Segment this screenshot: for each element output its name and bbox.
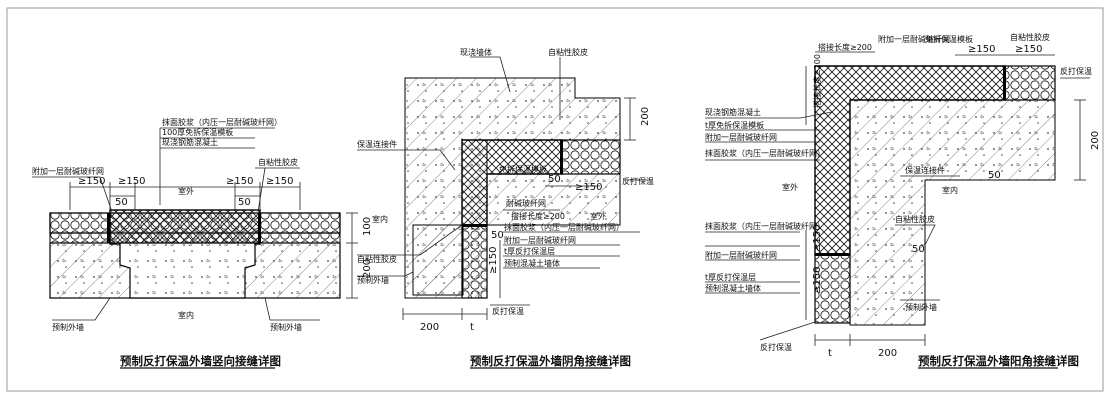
d2-dim-t: t — [470, 322, 474, 333]
d3-mesh-top: 附加一层耐碱玻纤网 — [878, 34, 950, 44]
d3-dim-200h: 200 — [878, 348, 897, 359]
d3-dim-150v2: ≥150 — [812, 267, 823, 294]
precast-vertical — [412, 224, 464, 296]
d2-dim-50b: 50 — [491, 230, 504, 241]
d3-reverse-top: 反打保温 — [1060, 66, 1092, 76]
d2-precast-conc: 预制混凝土墙体 — [504, 258, 560, 268]
d1-outdoor-label: 室外 — [178, 186, 194, 196]
d3-dim-150top2: ≥150 — [1015, 44, 1042, 55]
d2-outdoor: 室外 — [590, 211, 606, 221]
d3-outdoor: 室外 — [782, 182, 798, 192]
d1-board-label: 100厚免拆保温模板 — [162, 127, 233, 137]
d3-reverse-bottom: 反打保温 — [760, 342, 792, 352]
d1-precast-left: 预制外墙 — [52, 322, 84, 332]
d2-free-board: 免拆保温模板 — [499, 164, 547, 174]
d2-reverse-insul-top: 反打保温 — [622, 176, 654, 186]
d3-dim-50b: 50 — [912, 244, 925, 255]
d1-dim-100: 100 — [362, 217, 373, 236]
d3-mesh-side: 附加一层耐碱玻纤网 — [705, 132, 777, 142]
detail-2-inner-corner — [357, 56, 650, 369]
d1-concrete-label: 现浇钢筋混凝土 — [162, 137, 218, 147]
d3-dim-t: t — [828, 348, 832, 359]
d1-dim-50l: 50 — [115, 197, 128, 208]
d2-lap-len: 搭接长度≥200 — [511, 211, 565, 221]
d2-cast-wall: 现浇墙体 — [460, 47, 492, 57]
d3-precast-wall: 预制外墙 — [905, 302, 937, 312]
d3-t-board: t厚免拆保温模板 — [705, 120, 764, 130]
sheet-frame — [6, 7, 1104, 392]
reverse-insul-top — [1004, 65, 1056, 101]
d3-indoor: 室内 — [942, 185, 958, 195]
d3-insul-nail: 保温连接件 — [905, 165, 945, 175]
d3-sealant-side: 抹面胶浆（内压一层耐碱玻纤网） — [705, 148, 825, 158]
d1-rubber-label: 自粘性胶皮 — [258, 157, 298, 167]
d1-dim-50r: 50 — [238, 197, 251, 208]
d3-mesh2: 附加一层耐碱玻纤网 — [705, 250, 777, 260]
detail-1-vertical-joint — [32, 127, 358, 369]
d1-title: 预制反打保温外墙竖向接缝详图 — [120, 354, 281, 368]
d3-lap-top: 搭接长度≥200 — [818, 42, 872, 52]
d2-precast-wall: 预制外墙 — [357, 275, 389, 285]
rubber-strip-left — [107, 213, 110, 243]
d2-dim-200v: 200 — [640, 107, 651, 126]
d2-dim-200h: 200 — [420, 322, 439, 333]
rubber-strip-right — [258, 213, 261, 243]
d3-dim-50a: 50 — [988, 170, 1001, 181]
d2-dim-150v: ≥150 — [488, 247, 499, 274]
reverse-insul-bottom — [461, 224, 488, 299]
d1-sealant-label: 抹面胶浆（内压一层耐碱玻纤网） — [162, 117, 282, 127]
d2-mesh-add: 附加一层耐碱玻纤网 — [504, 235, 576, 245]
d2-reverse-layer: t厚反打保温层 — [504, 246, 555, 256]
reverse-insul-right — [561, 139, 621, 175]
d1-mesh-label: 附加一层耐碱玻纤网 — [32, 166, 104, 176]
d1-dim-150b: ≥150 — [118, 176, 145, 187]
d2-indoor: 室内 — [372, 214, 388, 224]
detail-3-outer-corner — [705, 51, 1090, 369]
d2-dim-50a: 50 — [548, 174, 561, 185]
d3-t-reverse: t厚反打保温层 — [705, 272, 756, 282]
d3-concrete: 现浇钢筋混凝土 — [705, 107, 761, 117]
d2-rubber-bottom: 自粘性胶皮 — [357, 254, 397, 264]
reverse-insul-bottom — [814, 254, 851, 324]
d1-indoor-label: 室内 — [178, 310, 194, 320]
d3-title: 预制反打保温外墙阳角接缝详图 — [918, 354, 1079, 368]
d3-free-board-top: 免拆保温模板 — [925, 34, 973, 44]
d3-dim-150top: ≥150 — [968, 44, 995, 55]
d3-sealant2: 抹面胶浆（内压一层耐碱玻纤网） — [705, 221, 825, 231]
d3-lap-side: 搭接长度≥200 — [812, 54, 822, 108]
d2-insul-nail: 保温连接件 — [357, 139, 397, 149]
d1-precast-right: 预制外墙 — [270, 322, 302, 332]
d2-title: 预制反打保温外墙阴角接缝详图 — [470, 354, 631, 368]
d3-dim-150v1: ≥150 — [812, 225, 823, 252]
d1-dim-150a: ≥150 — [78, 176, 105, 187]
d2-sealant: 抹面胶浆（内压一层耐碱玻纤网） — [504, 222, 624, 232]
d1-dim-200: 200 — [362, 259, 373, 278]
d3-dim-200v: 200 — [1090, 131, 1101, 150]
d3-rubber-top: 自粘性胶皮 — [1010, 32, 1050, 42]
d2-dim-150: ≥150 — [575, 182, 602, 193]
d2-reverse-insul: 反打保温 — [492, 306, 524, 316]
free-board-band — [109, 209, 261, 245]
d3-rubber-mid: 自粘性胶皮 — [895, 214, 935, 224]
d1-dim-150c: ≥150 — [226, 176, 253, 187]
d3-precast-conc: 预制混凝土墙体 — [705, 283, 761, 293]
d1-dim-150d: ≥150 — [266, 176, 293, 187]
d2-rubber-top: 自粘性胶皮 — [548, 47, 588, 57]
d2-mesh: 耐碱玻纤网 — [506, 198, 546, 208]
